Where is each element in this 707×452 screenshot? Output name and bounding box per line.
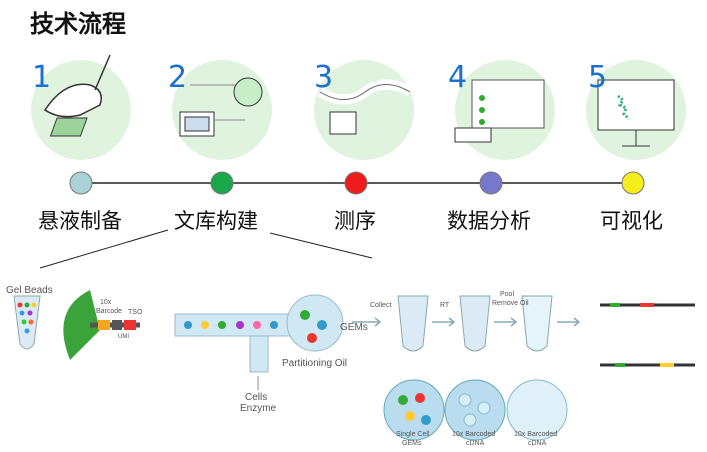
step-1-illustration <box>31 54 131 160</box>
rt-tube <box>444 295 506 441</box>
step-3-dot <box>344 171 368 195</box>
arrow-4 <box>557 317 581 327</box>
rt-label: RT <box>440 302 450 309</box>
arrow-2 <box>432 317 456 327</box>
umi-label: UMI <box>118 334 129 340</box>
single-cell-gems-label: GEMs <box>402 440 422 447</box>
enzyme-label: Enzyme <box>240 403 277 414</box>
barcoded-cdna-1b-label: cDNA <box>466 440 485 447</box>
barcoded-cdna-2a-label: 10x Barcoded <box>514 431 557 438</box>
step-4-label: 数据分析 <box>447 209 531 233</box>
arrow-3 <box>494 317 518 327</box>
gems-label: GEMs <box>340 322 368 333</box>
step-3-label: 测序 <box>334 209 376 233</box>
tso-label: TSO <box>128 309 143 316</box>
library-structure-2 <box>600 363 695 367</box>
barcoded-cdna-1a-label: 10x Barcoded <box>452 431 495 438</box>
step-5-label: 可视化 <box>600 209 663 233</box>
cells-label: Cells <box>245 392 267 403</box>
step-1-number: 1 <box>32 60 52 95</box>
page-title: 技术流程 <box>30 10 126 38</box>
pool-label: Pool <box>500 291 514 298</box>
gel-beads-label: Gel Beads <box>6 285 53 296</box>
arrow-1 <box>352 317 382 327</box>
step-2-label: 文库构建 <box>174 209 258 233</box>
barcode-bead <box>63 290 140 360</box>
step-5-number: 5 <box>588 60 608 95</box>
step-1-dot <box>69 171 93 195</box>
single-cell-label: Single Cell <box>396 431 430 438</box>
partitioning-oil-label: Partitioning Oil <box>282 358 347 369</box>
gel-bead-tube <box>13 295 41 350</box>
microfluidic-channel <box>174 294 344 390</box>
zoom-line-right <box>269 232 373 259</box>
step-3-illustration <box>314 60 414 160</box>
step-4-dot <box>479 171 503 195</box>
step-2-dot <box>210 171 234 195</box>
pool-tube <box>506 295 568 441</box>
step-5-dot <box>621 171 645 195</box>
collect-tube <box>383 295 445 441</box>
zoom-line-left <box>39 229 169 269</box>
step-2-number: 2 <box>168 60 188 95</box>
step-3-number: 3 <box>314 60 334 95</box>
step-4-illustration <box>454 60 555 160</box>
library-structure-1 <box>600 303 695 307</box>
barcoded-cdna-2b-label: cDNA <box>528 440 547 447</box>
remove-oil-label: Remove Oil <box>492 300 529 307</box>
barcode-10x-label: 10x <box>100 299 112 306</box>
step-5-illustration <box>586 60 686 160</box>
step-2-illustration <box>172 60 272 160</box>
step-1-label: 悬液制备 <box>38 209 122 233</box>
step-4-number: 4 <box>448 60 468 95</box>
collect-label: Collect <box>370 302 391 309</box>
barcode-label: Barcode <box>96 308 122 315</box>
